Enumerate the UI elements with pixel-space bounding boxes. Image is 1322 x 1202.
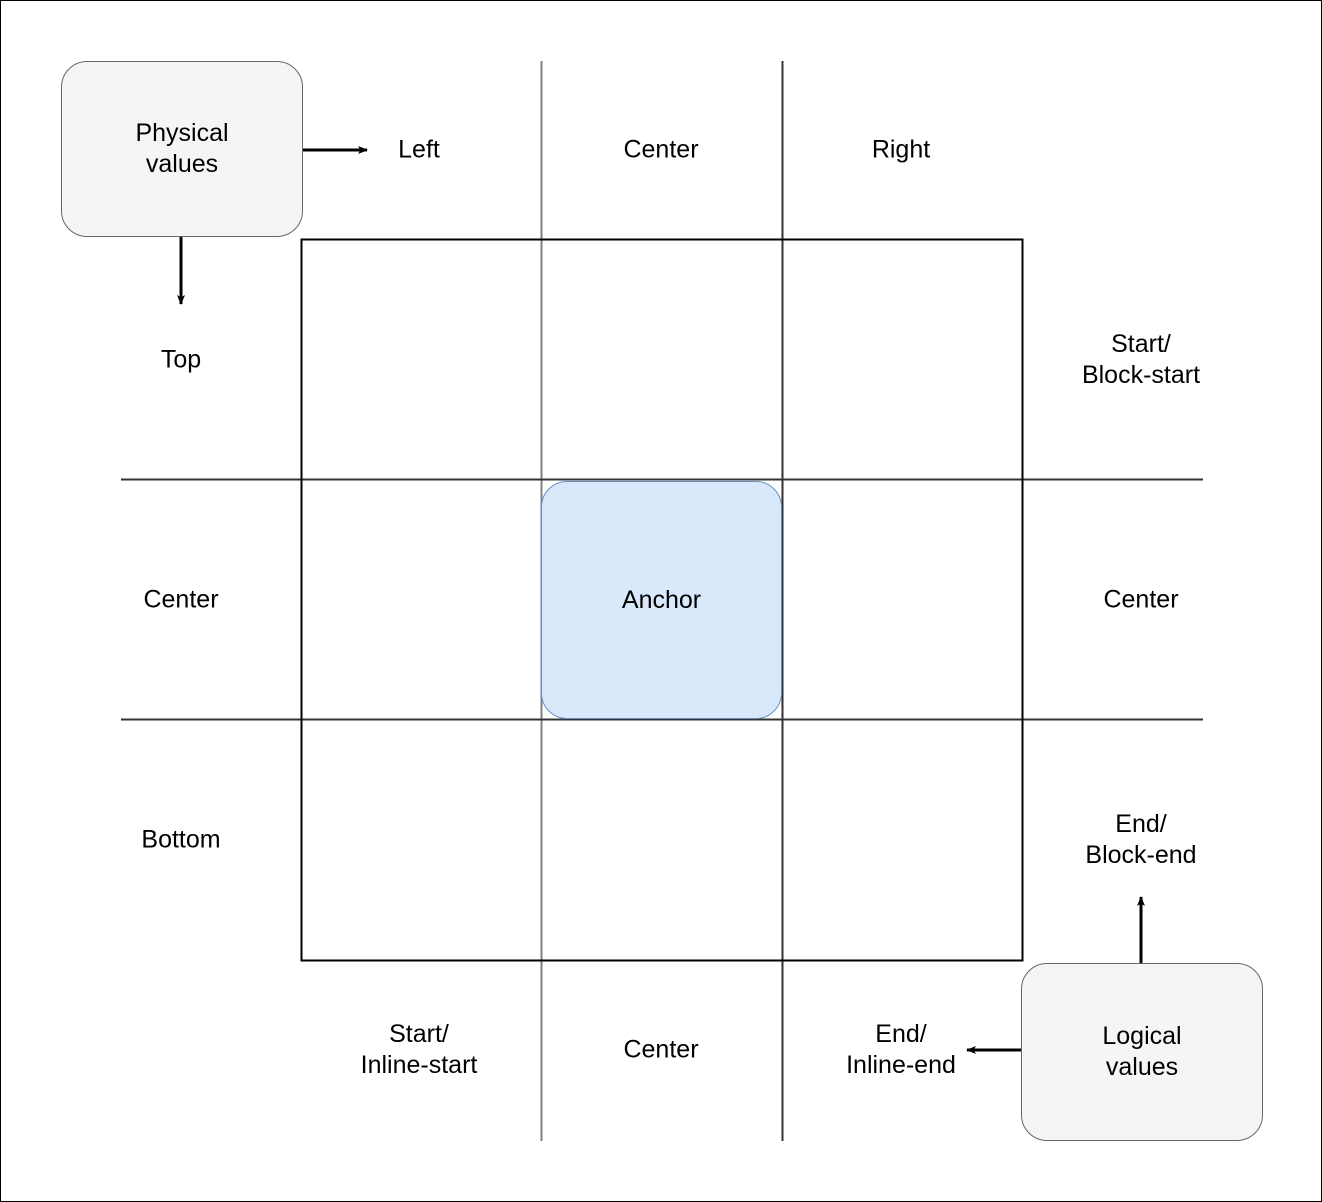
physical-values-node[interactable]: Physical values (61, 61, 303, 237)
physical-values-label: Physical values (135, 119, 229, 178)
label-start-inline-start: Start/ Inline-start (360, 1020, 478, 1079)
label-end-block-end: End/ Block-end (1085, 810, 1197, 869)
label-center-bottom: Center (623, 1035, 699, 1064)
logical-values-node[interactable]: Logical values (1021, 963, 1263, 1141)
containing-block-rect (300, 238, 1024, 962)
label-center-left: Center (143, 585, 219, 614)
anchor-node[interactable]: Anchor (541, 481, 782, 719)
anchor-label: Anchor (621, 585, 702, 614)
label-right: Right (871, 135, 931, 164)
label-bottom: Bottom (141, 825, 221, 854)
label-start-block-start: Start/ Block-start (1081, 330, 1201, 389)
label-center-top: Center (623, 135, 699, 164)
label-center-right: Center (1103, 585, 1179, 614)
label-end-inline-end: End/ Inline-end (846, 1020, 956, 1079)
label-top: Top (160, 345, 202, 374)
label-left: Left (398, 135, 440, 164)
logical-values-label: Logical values (1102, 1022, 1182, 1081)
